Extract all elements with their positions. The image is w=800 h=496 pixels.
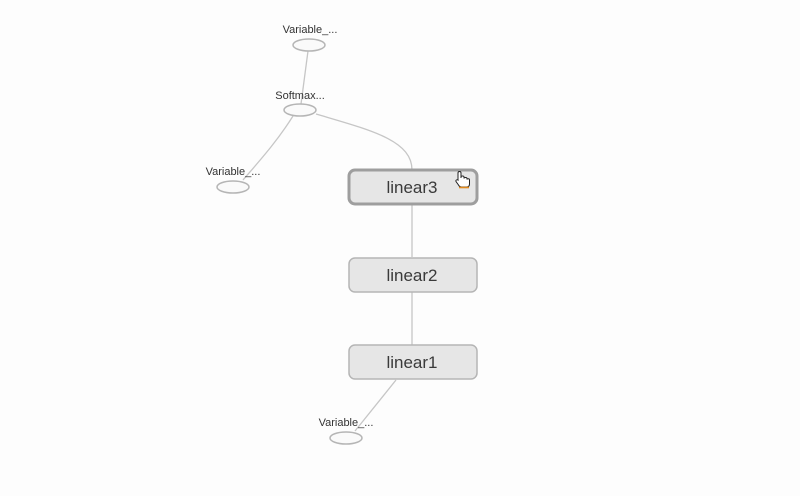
linear2-node-label: linear2 (386, 266, 437, 285)
variable-node-bottom-label: Variable_... (319, 417, 374, 429)
variable-op-icon (329, 431, 363, 445)
hand-pointer-icon (455, 170, 470, 189)
edge-linear1-to-variable (354, 379, 397, 432)
linear3-node-box (347, 168, 479, 206)
edge-softmax-to-linear3 (315, 113, 413, 171)
softmax-node[interactable]: Softmax... (275, 90, 325, 117)
variable-node-top[interactable]: Variable_... (283, 24, 338, 52)
linear3-node-label: linear3 (386, 178, 437, 197)
variable-node-mid-label: Variable_... (206, 166, 261, 178)
linear1-node[interactable]: linear1 (348, 344, 478, 380)
linear2-node[interactable]: linear2 (348, 257, 478, 293)
variable-op-icon (216, 180, 250, 194)
variable-node-top-label: Variable_... (283, 24, 338, 36)
variable-node-mid[interactable]: Variable_... (206, 166, 261, 194)
softmax-op-icon (283, 103, 317, 117)
linear3-node[interactable]: linear3 (347, 168, 479, 206)
linear2-node-box (348, 257, 478, 293)
edge-variable-to-softmax (300, 50, 309, 105)
softmax-node-label: Softmax... (275, 90, 325, 102)
linear1-node-box (348, 344, 478, 380)
variable-op-icon (292, 38, 326, 52)
edge-softmax-to-variable (242, 115, 294, 181)
linear1-node-label: linear1 (386, 353, 437, 372)
variable-node-bottom[interactable]: Variable_... (319, 417, 374, 445)
